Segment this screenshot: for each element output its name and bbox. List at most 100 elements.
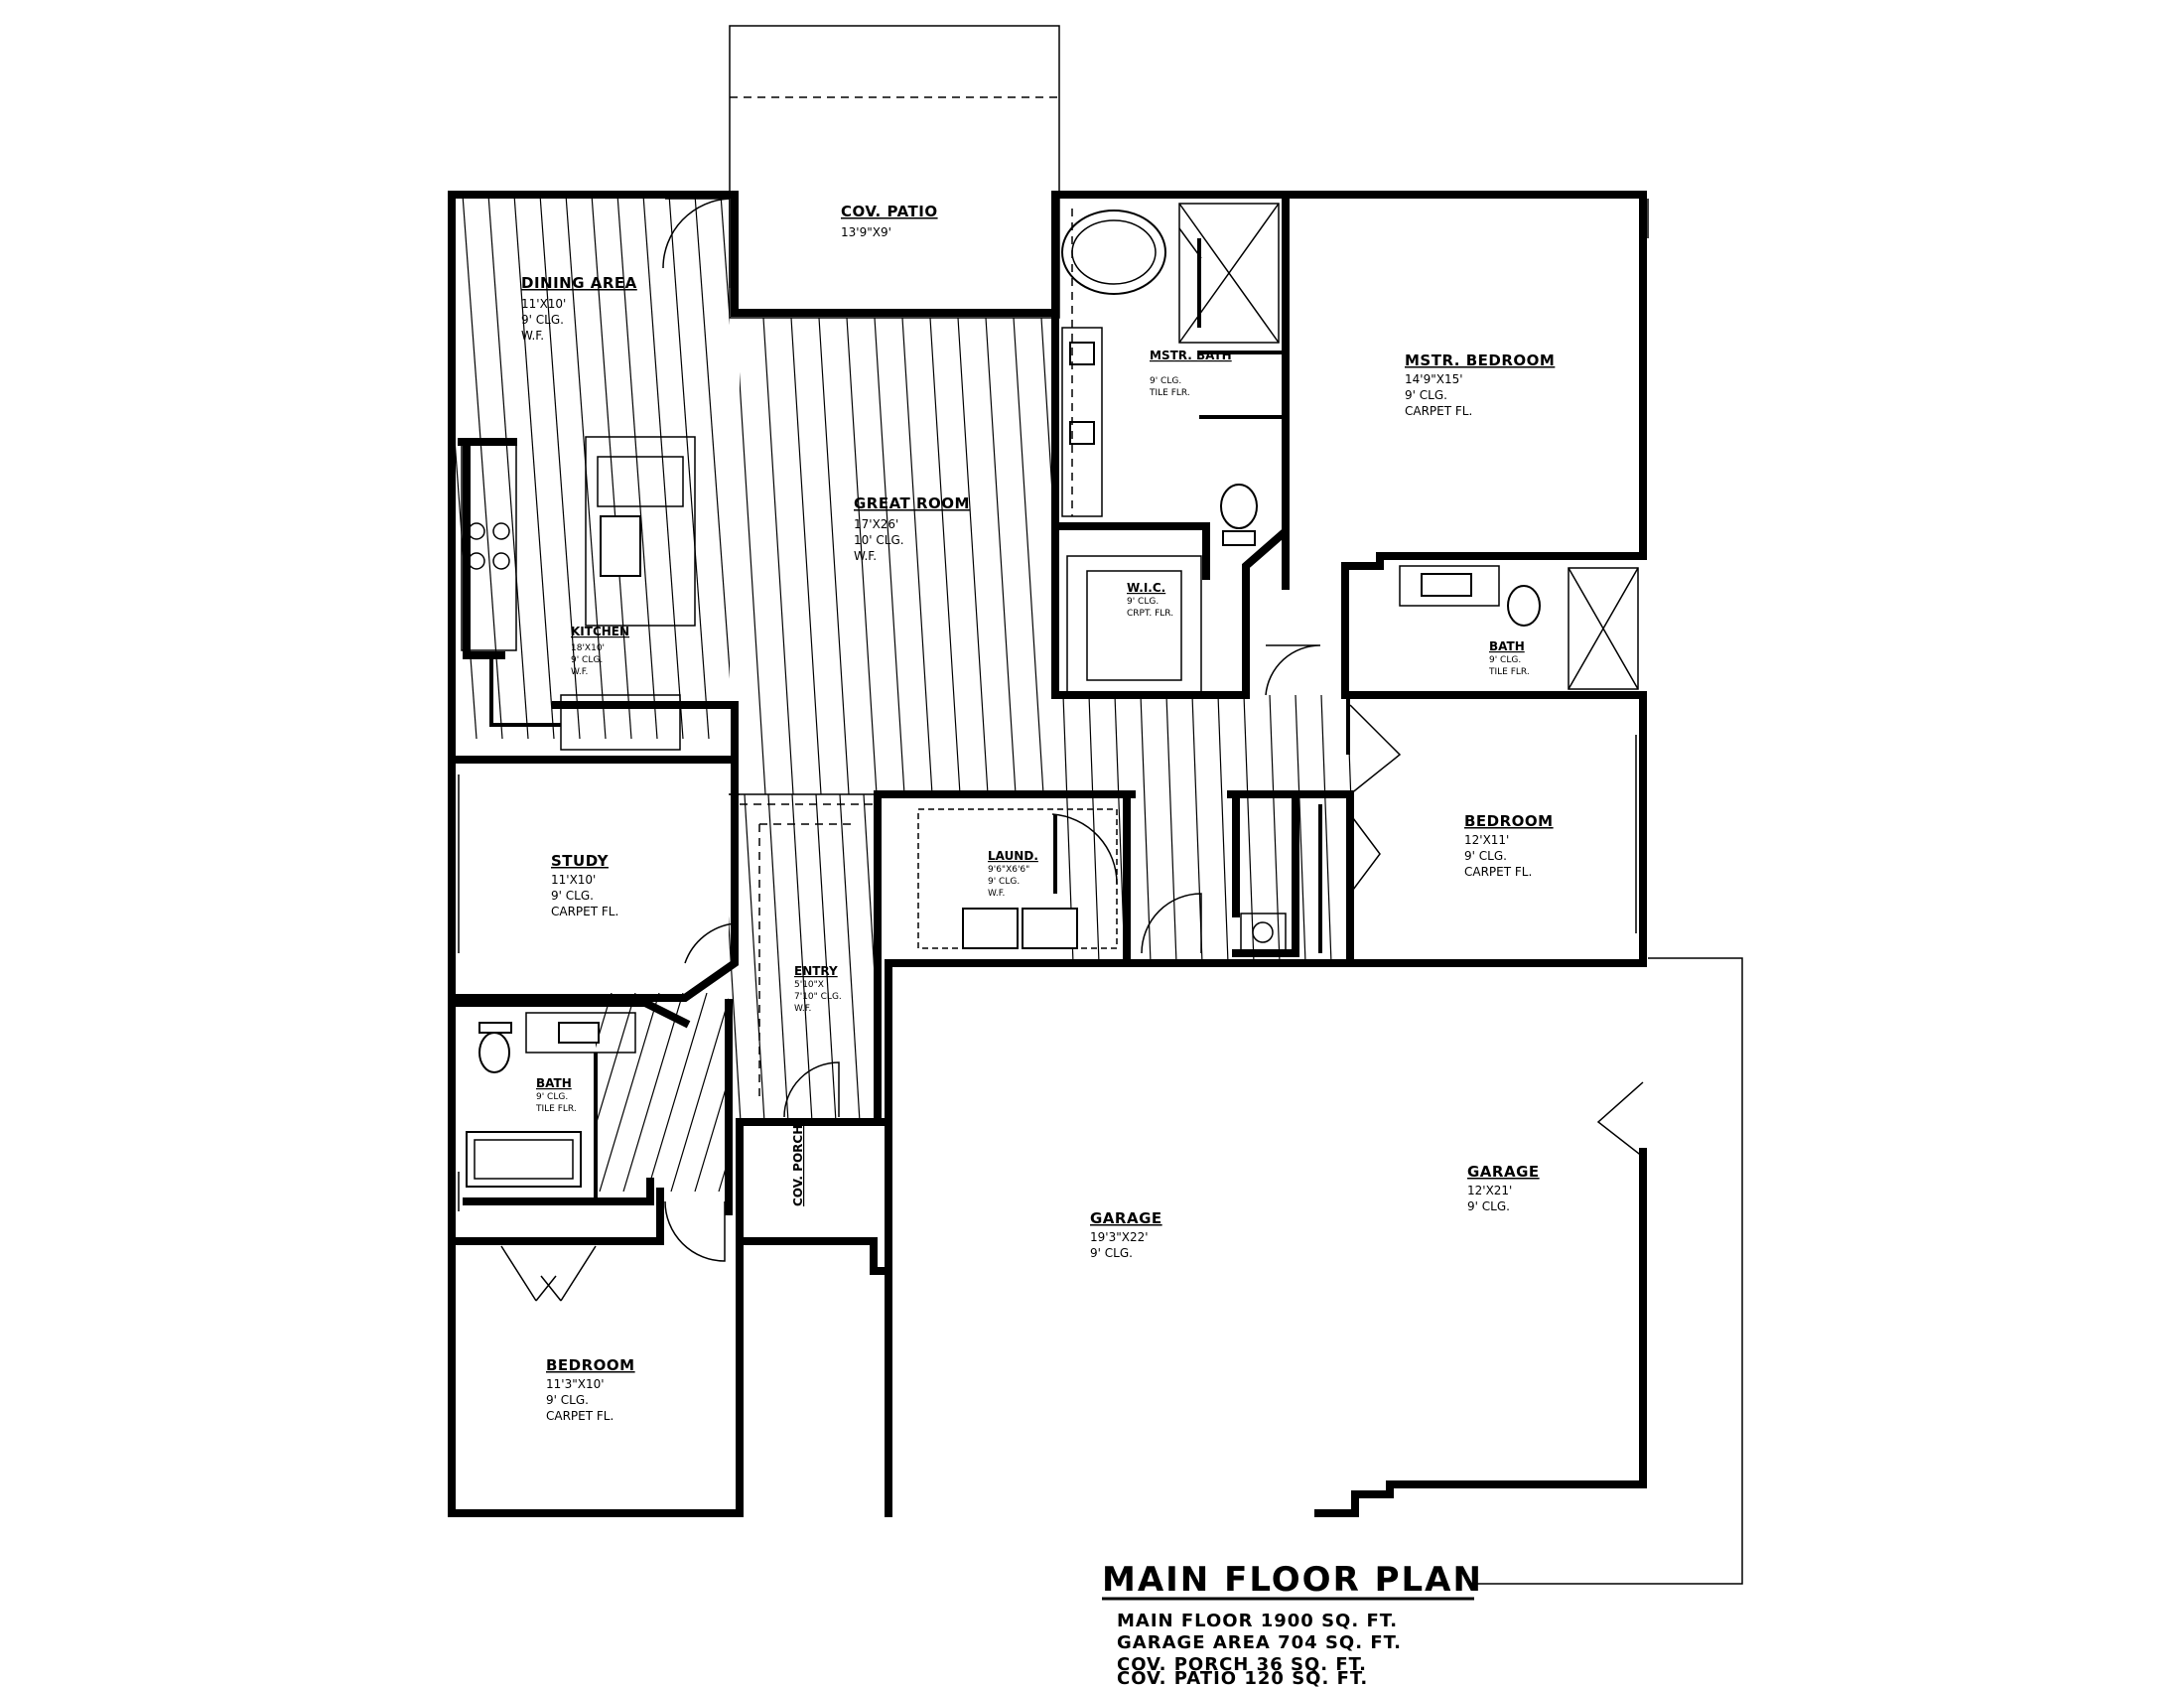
right-bath-floor: TILE FLR. (1488, 667, 1530, 677)
summary-cov-patio: COV. PATIO 120 SQ. FT. (1117, 1668, 1368, 1688)
floor-board-line (282, 195, 322, 739)
dining-size: 11'X10' (521, 297, 566, 311)
floor-board-line (1320, 695, 1332, 963)
dining-floor: W.F. (521, 329, 544, 343)
floor-board-line (1007, 794, 1026, 1122)
great-room-ceiling: 10' CLG. (854, 533, 904, 547)
entry-name: ENTRY (794, 964, 838, 978)
cov-patio-size: 13'9"X9' (841, 225, 891, 239)
floor-board-line (652, 318, 682, 794)
mstr-bedroom-size: 14'9"X15' (1405, 372, 1463, 386)
floor-board-line (411, 195, 451, 739)
entry-size: 5'10"X (794, 980, 824, 990)
floor-board-line (308, 195, 347, 739)
mstr-bedroom-ceiling: 9' CLG. (1405, 388, 1447, 402)
floor-board-line (334, 195, 373, 739)
kitchen-ceiling: 9' CLG. (571, 655, 603, 665)
laund-name: LAUND. (988, 849, 1038, 863)
floor-board-line (767, 794, 789, 1122)
kitchen-size: 18'X10' (571, 643, 605, 653)
floor-board-line (530, 794, 550, 1122)
right-garage-ceiling: 9' CLG. (1467, 1199, 1510, 1213)
wood-floor-hatch-left-hall (338, 993, 729, 1192)
floor-board-line (985, 318, 1017, 794)
floor-board-line (720, 195, 730, 326)
left-bedroom-ceiling: 9' CLG. (546, 1393, 589, 1407)
floor-board-line (772, 195, 812, 739)
floor-board-line (1030, 794, 1050, 1122)
right-bedroom-ceiling: 9' CLG. (1464, 849, 1507, 863)
left-bedroom-size: 11'3"X10' (546, 1377, 605, 1391)
floor-board-line (596, 993, 613, 1049)
left-garage-name: GARAGE (1090, 1209, 1162, 1227)
cov-patio-name: COV. PATIO (841, 203, 938, 220)
floor-board-line (694, 195, 730, 679)
floor-board-line (1450, 695, 1460, 963)
floor-board-line (790, 318, 822, 794)
mstr-bedroom-name: MSTR. BEDROOM (1405, 352, 1555, 369)
floor-board-line (338, 993, 397, 1192)
wic-floor: CRPT. FLR. (1127, 609, 1173, 619)
summary-garage-area: GARAGE AREA 704 SQ. FT. (1117, 1632, 1402, 1653)
floor-board-line (935, 794, 955, 1122)
right-bath-ceiling: 9' CLG. (1489, 655, 1521, 665)
floor-board-line (1208, 318, 1238, 794)
cov-porch-name: COV. PORCH (791, 1125, 805, 1206)
study-size: 11'X10' (551, 873, 596, 887)
floor-board-line (487, 195, 529, 739)
right-garage-size: 12'X21' (1467, 1184, 1512, 1197)
floor-board-line (359, 195, 399, 739)
laund-size: 9'6"X6'6" (988, 865, 1029, 875)
dining-name: DINING AREA (521, 274, 637, 292)
mstr-bath-ceiling: 9' CLG. (1150, 376, 1181, 386)
mstr-bedroom-floor: CARPET FL. (1405, 404, 1472, 418)
great-room-size: 17'X26' (854, 517, 898, 531)
right-bedroom-name: BEDROOM (1464, 812, 1554, 830)
door-swings (500, 198, 1644, 1302)
floor-board-line (744, 794, 765, 1122)
floor-board-line (1217, 695, 1229, 963)
kitchen-name: KITCHEN (571, 625, 629, 638)
right-bath-name: BATH (1489, 639, 1525, 653)
floor-board-line (409, 993, 469, 1192)
room-labels: COV. PATIO 13'9"X9' DINING AREA 11'X10' … (521, 203, 1555, 1423)
floor-board-line (874, 318, 905, 794)
floor-board-line (1140, 695, 1152, 963)
floor-board-line (385, 195, 425, 739)
floor-board-line (1088, 695, 1100, 963)
floor-board-line (934, 695, 944, 963)
left-bath-ceiling: 9' CLG. (536, 1092, 568, 1102)
left-bath-name: BATH (536, 1076, 572, 1090)
entry-ceiling: 7'10" CLG. (794, 992, 842, 1002)
floor-board-line (670, 997, 729, 1192)
great-room-floor: W.F. (854, 549, 877, 563)
floor-board-line (818, 318, 850, 794)
floor-board-line (911, 794, 931, 1122)
study-ceiling: 9' CLG. (551, 889, 594, 903)
left-bath-floor: TILE FLR. (535, 1104, 577, 1114)
floor-board-line (591, 195, 632, 739)
plan-title: MAIN FLOOR PLAN (1102, 1560, 1483, 1600)
floor-board-line (646, 993, 708, 1192)
floor-board-line (857, 695, 867, 963)
floor-board-line (839, 794, 861, 1122)
floor-board-line (462, 195, 503, 739)
floor-board-line (1013, 318, 1044, 794)
floor-board-line (983, 794, 1003, 1122)
floor-board-line (1040, 318, 1055, 550)
floor-board-line (385, 993, 445, 1192)
floor-board-line (668, 195, 710, 739)
summary-main-floor: MAIN FLOOR 1900 SQ. FT. (1117, 1611, 1398, 1631)
floor-board-line (908, 695, 918, 963)
wic-name: W.I.C. (1127, 581, 1165, 595)
wic-ceiling: 9' CLG. (1127, 597, 1159, 607)
floor-board-line (846, 318, 878, 794)
floor-board-line (1295, 695, 1306, 963)
mstr-bath-name: MSTR. BATH (1150, 349, 1232, 362)
floor-board-line (959, 794, 979, 1122)
kitchen-floor: W.F. (571, 667, 588, 677)
summary-cov-porch: COV. PORCH 36 SQ. FT. (1117, 1654, 1367, 1675)
floor-board-line (1399, 695, 1409, 963)
mstr-bath-floor: TILE FLR. (1149, 388, 1190, 398)
